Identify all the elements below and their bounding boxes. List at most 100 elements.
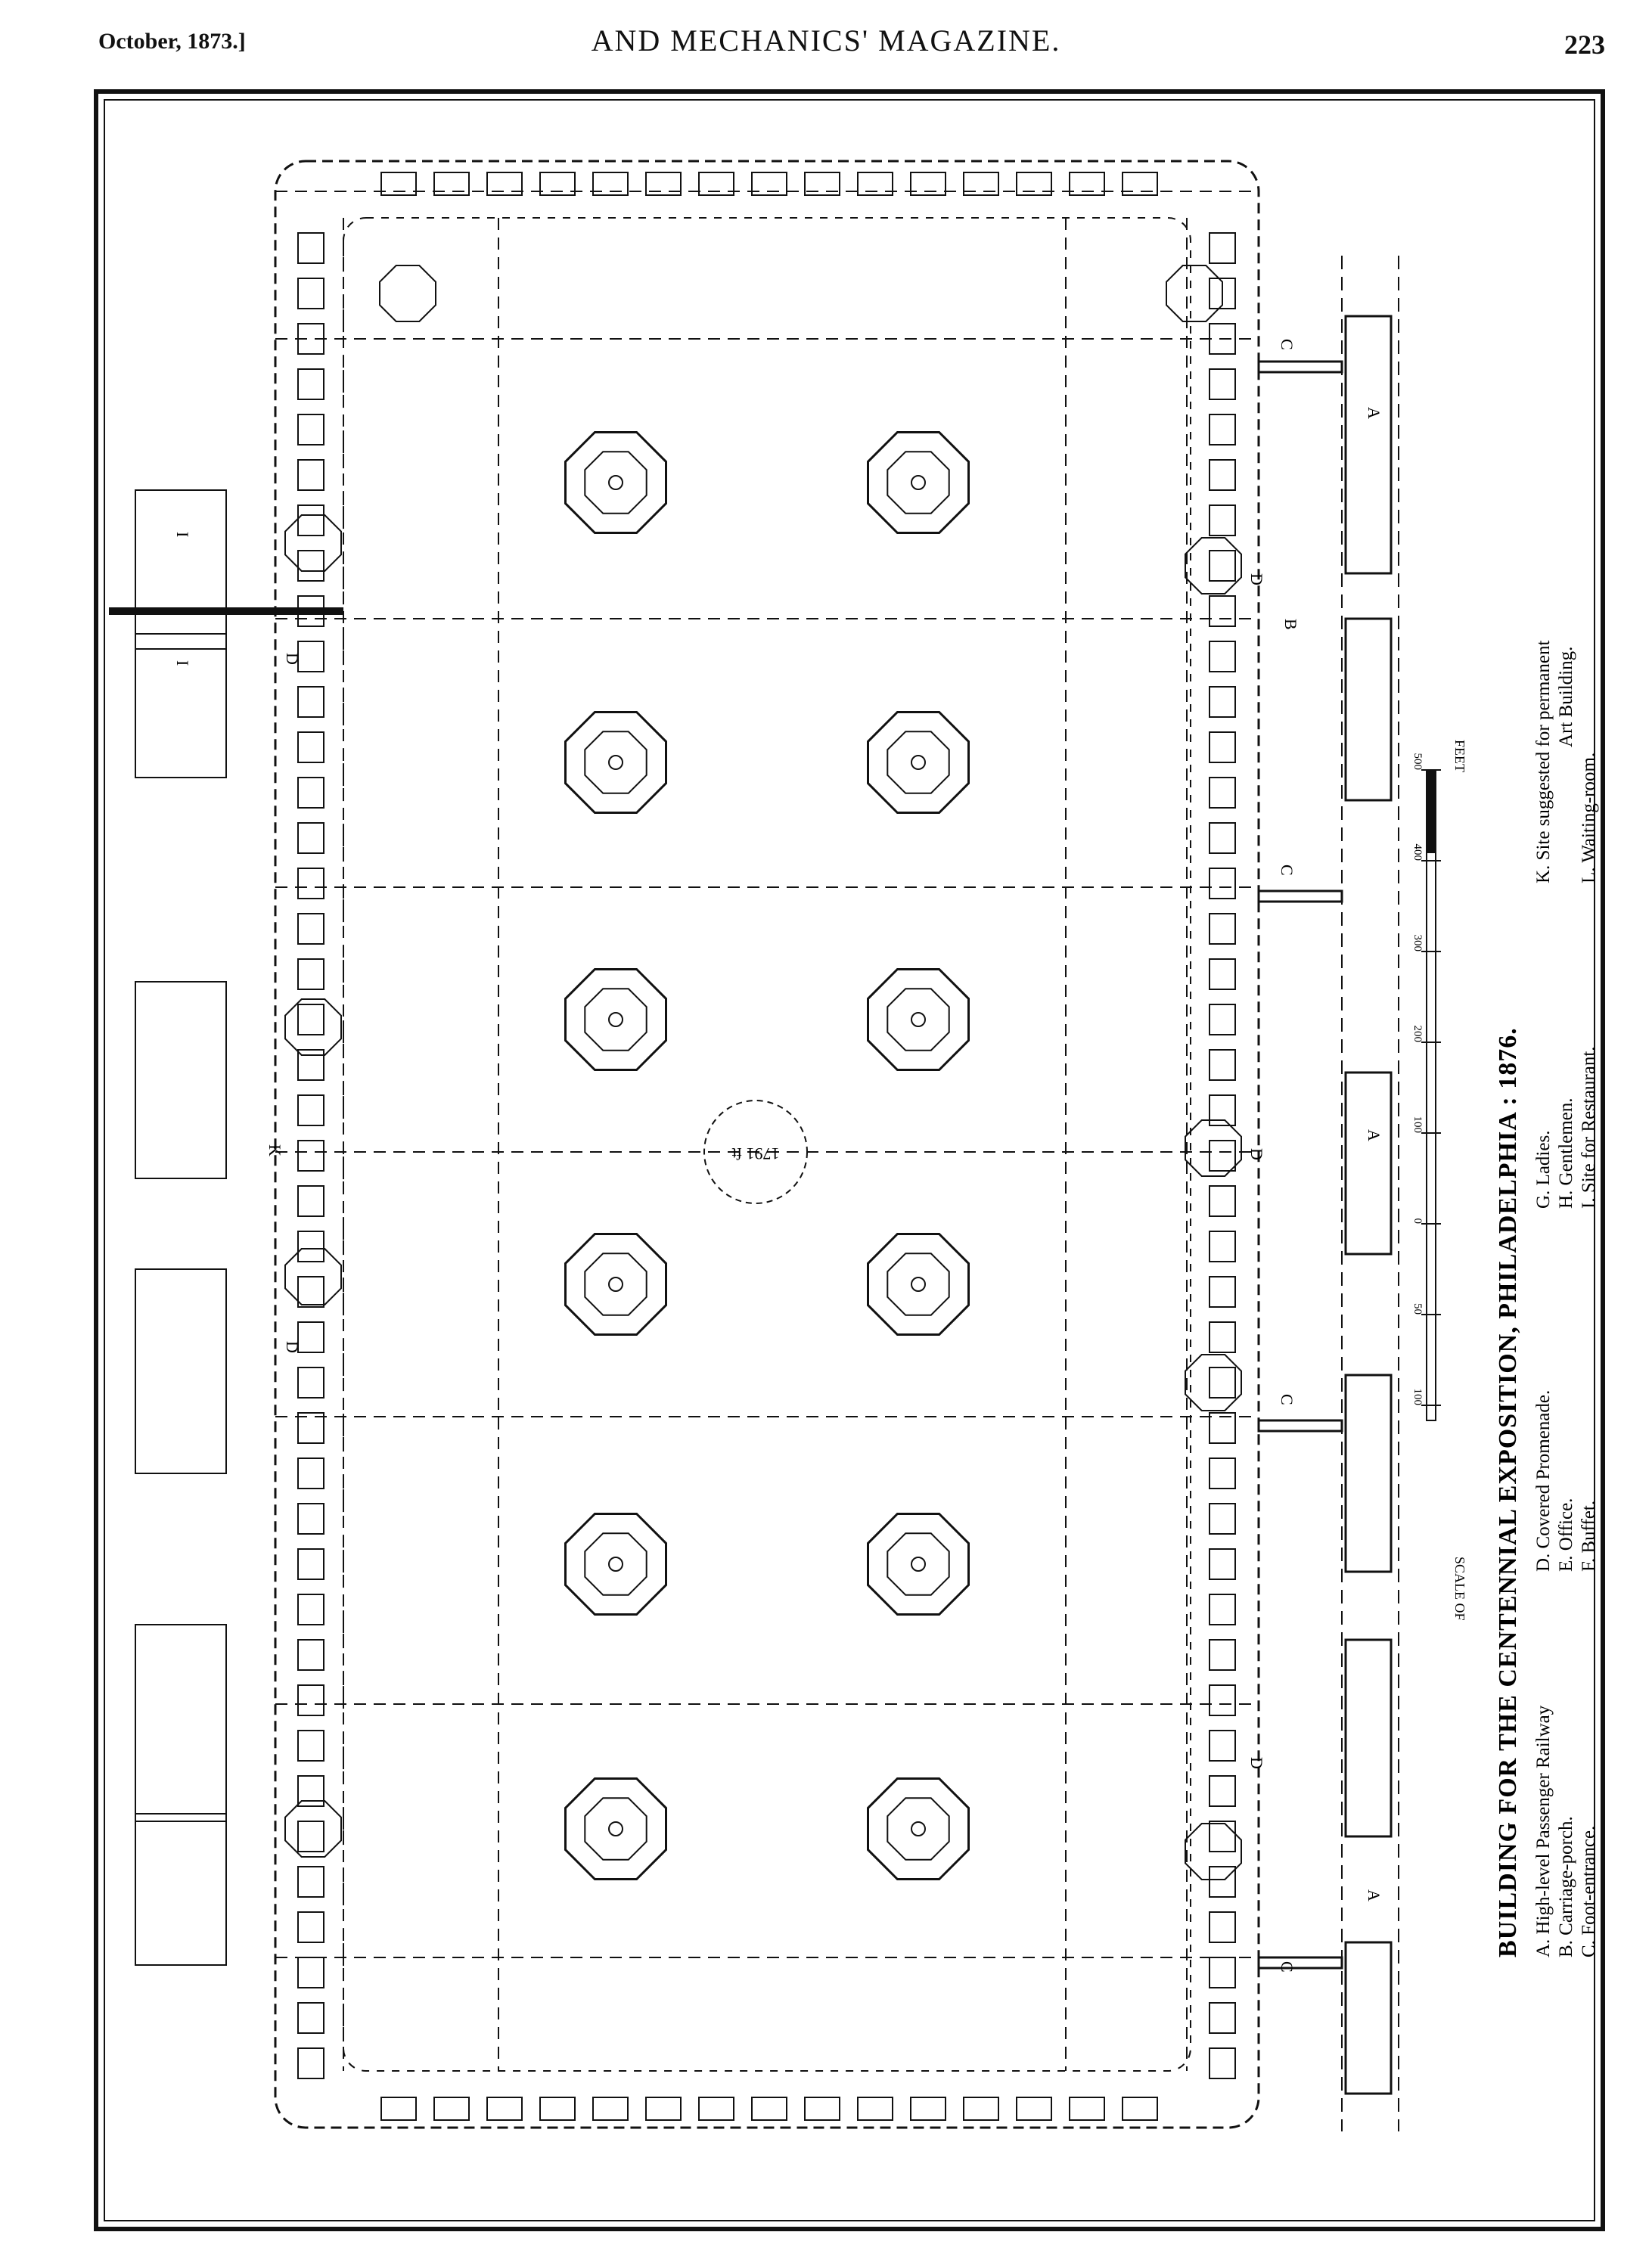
booth-left [297, 1367, 324, 1399]
booth-left [297, 1594, 324, 1625]
booth-right [1209, 1730, 1236, 1762]
platform [1344, 1374, 1393, 1573]
booth-top [433, 172, 470, 196]
booth-right [1209, 595, 1236, 627]
booth-right [1209, 868, 1236, 899]
legend-entry: C. Foot-entrance. [1579, 1826, 1599, 1957]
pavilion-inner [887, 731, 950, 794]
bay-pavilion [379, 265, 436, 322]
booth-bottom [486, 2097, 523, 2121]
booth-top [751, 172, 787, 196]
pavilion-core [608, 755, 623, 770]
pavilion-inner [584, 731, 647, 794]
booth-right [1209, 1684, 1236, 1716]
booth-left [297, 822, 324, 854]
label-d-right-3: D [1247, 1757, 1266, 1769]
booth-left [297, 1639, 324, 1671]
outer-frame [94, 89, 1605, 2231]
booth-right [1209, 2002, 1236, 2034]
booth-right [1209, 2047, 1236, 2079]
pavilion-inner [887, 451, 950, 514]
pavilion-outer [564, 711, 667, 814]
booth-top [698, 172, 734, 196]
label-a-3: A [1365, 1889, 1383, 1901]
booth-right [1209, 504, 1236, 536]
booth-left [297, 1548, 324, 1580]
booth-right [1209, 1911, 1236, 1943]
avenue-grid [275, 191, 1259, 2071]
scale-label: SCALE OF [1452, 1557, 1467, 1621]
booth-left [297, 1276, 324, 1308]
booth-bottom [1122, 2097, 1158, 2121]
booth-bottom [698, 2097, 734, 2121]
booth-left [297, 1684, 324, 1716]
booth-right [1209, 1548, 1236, 1580]
label-c-2: C [1278, 865, 1296, 876]
bay-pavilion [284, 514, 342, 572]
booth-left [297, 1412, 324, 1444]
booth-right [1209, 323, 1236, 355]
pavilion-outer [564, 1513, 667, 1616]
pavilion-outer [867, 431, 970, 534]
pavilion-outer [867, 1777, 970, 1880]
pavilion-core [911, 1557, 926, 1572]
booth-top [380, 172, 417, 196]
scale-tick-label: 50 [1411, 1303, 1424, 1315]
inner-outline [343, 217, 1191, 2072]
booth-bottom [539, 2097, 576, 2121]
booth-right [1209, 1775, 1236, 1807]
booth-top [857, 172, 893, 196]
label-c-3: C [1278, 1394, 1296, 1405]
platform [1344, 315, 1393, 575]
bay-pavilion [284, 1800, 342, 1858]
booth-right [1209, 1367, 1236, 1399]
booth-left [297, 913, 324, 945]
label-d-right-2: D [1247, 1148, 1266, 1160]
booth-right [1209, 1276, 1236, 1308]
booth-left [297, 1094, 324, 1126]
label-i-2: I [173, 660, 192, 666]
legend-entry: L. Waiting-room. [1579, 753, 1599, 883]
booth-left [297, 686, 324, 718]
booth-right [1209, 1185, 1236, 1217]
scale-tick-label: 400 [1411, 844, 1424, 861]
booth-left [297, 504, 324, 536]
scale-tick-label: 200 [1411, 1026, 1424, 1043]
label-c-4: C [1278, 1961, 1296, 1973]
booth-left [297, 323, 324, 355]
plan-caption: BUILDING FOR THE CENTENNIAL EXPOSITION, … [1494, 1027, 1522, 1957]
booth-left [297, 550, 324, 582]
foot-entrance-bridge [1257, 1419, 1343, 1433]
booth-right [1209, 1639, 1236, 1671]
booth-bottom [380, 2097, 417, 2121]
booth-left [297, 2047, 324, 2079]
booth-top [1122, 172, 1158, 196]
booth-right [1209, 1458, 1236, 1489]
pavilion-outer [564, 1233, 667, 1336]
pavilion-inner [887, 1797, 950, 1861]
booth-right [1209, 641, 1236, 672]
legend-entry: Art Building. [1556, 647, 1576, 747]
pavilions [284, 265, 1242, 1880]
booth-left [297, 368, 324, 400]
booth-bottom [433, 2097, 470, 2121]
booth-left [297, 2002, 324, 2034]
booth-left [297, 1231, 324, 1262]
booth-right [1209, 822, 1236, 854]
pavilion-outer [867, 1233, 970, 1336]
pavilion-outer [867, 711, 970, 814]
booth-right [1209, 459, 1236, 491]
scale-tick-label: 100 [1411, 1389, 1424, 1406]
booth-right [1209, 232, 1236, 264]
booth-bottom [1016, 2097, 1052, 2121]
booth-left [297, 278, 324, 309]
booth-left [297, 1049, 324, 1081]
booth-left [297, 777, 324, 809]
legend-entry: E. Office. [1556, 1498, 1576, 1572]
pavilion-inner [584, 1532, 647, 1596]
pavilion-core [911, 475, 926, 490]
pavilion-core [608, 1557, 623, 1572]
pavilion-inner [887, 1253, 950, 1316]
platform [1344, 1941, 1393, 2095]
